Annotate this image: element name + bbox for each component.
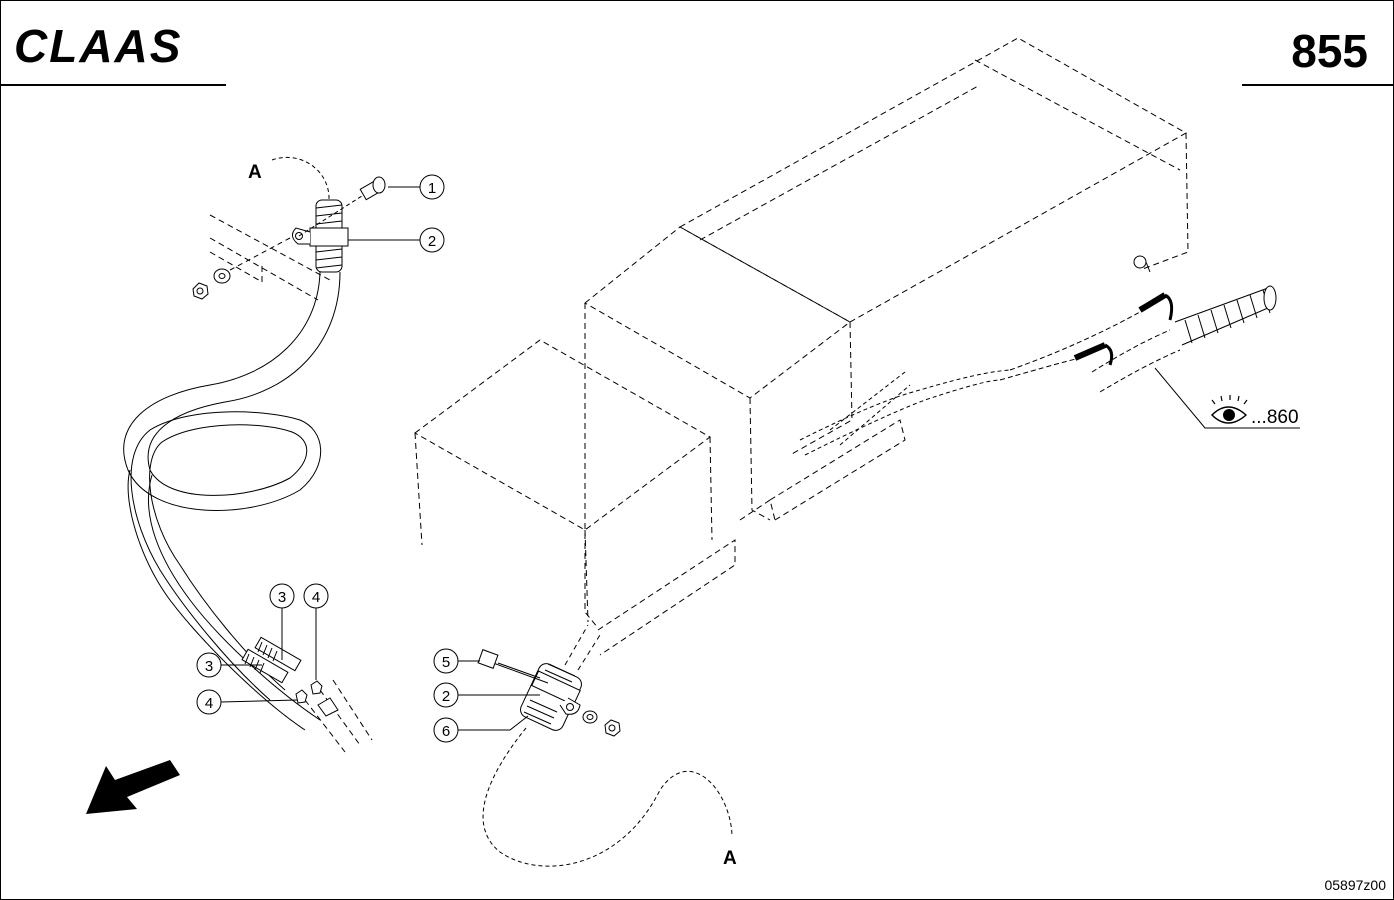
svg-text:5: 5 [442,654,450,671]
lower-clamp-ribs [523,663,576,725]
reference-leader [1154,367,1300,429]
callout-item-4-lower[interactable]: 4 [196,689,222,715]
callout-item-2-lower[interactable]: 2 [433,682,459,708]
callout-item-6[interactable]: 6 [433,717,459,743]
brand-logo: CLAAS [14,20,182,72]
svg-text:4: 4 [312,589,320,606]
svg-text:2: 2 [442,688,450,705]
callout-item-2-upper[interactable]: 2 [419,227,445,253]
svg-text:3: 3 [278,589,286,606]
svg-text:6: 6 [442,723,450,740]
svg-text:4: 4 [205,695,213,712]
callout-item-3-lower[interactable]: 3 [196,652,222,678]
page-number: 855 [1291,25,1368,77]
upper-clamp-group [192,176,386,301]
right-hose-group [799,255,1277,456]
drawing-code: 05897z00 [1324,877,1386,893]
page-reference-text[interactable]: ...860 [1251,407,1299,428]
cable-a-links [271,156,733,867]
travel-direction-arrow-icon [86,760,180,814]
point-a-label-top: A [248,162,262,183]
machine-body-outline [414,37,1189,656]
svg-text:1: 1 [428,180,436,197]
svg-text:3: 3 [205,658,213,675]
eye-icon [1210,395,1248,424]
point-a-label-bottom: A [723,848,737,869]
upper-clamp-ribs [315,204,343,269]
coiled-hose [123,271,373,753]
callout-item-4-upper[interactable]: 4 [303,583,329,609]
svg-text:2: 2 [428,233,436,250]
callout-item-3-upper[interactable]: 3 [269,583,295,609]
right-hose-corrugated [1174,287,1276,346]
callout-item-5[interactable]: 5 [433,648,459,674]
callout-leaders [220,186,540,731]
lower-clamp-group [477,624,621,737]
callout-item-1[interactable]: 1 [419,174,445,200]
left-fittings [241,636,339,717]
